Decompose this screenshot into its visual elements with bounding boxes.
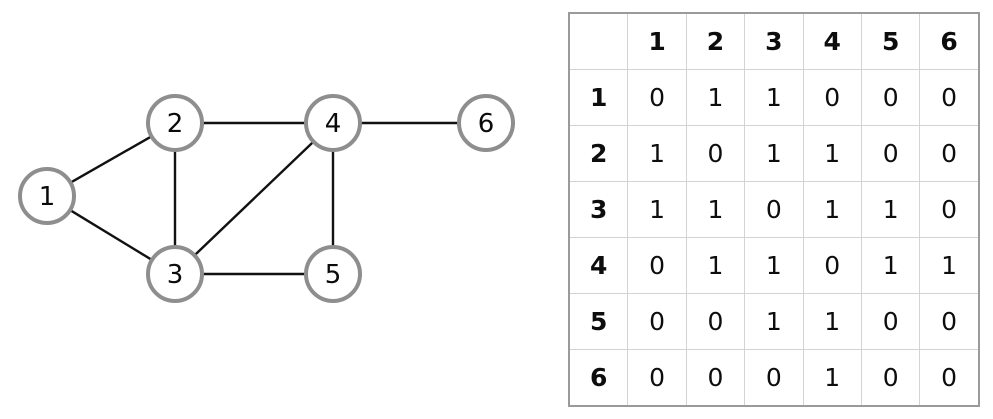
matrix-cell-3-1: 1 — [627, 181, 687, 238]
graph-node-label-3: 3 — [167, 260, 184, 290]
matrix-cell-3-4: 1 — [802, 181, 862, 238]
matrix-cell-3-2: 1 — [685, 181, 746, 238]
matrix-cell-1-1: 0 — [627, 69, 687, 126]
matrix-row-header-5: 5 — [568, 293, 629, 350]
graph-node-label-2: 2 — [167, 109, 184, 139]
matrix-cell-6-6: 0 — [919, 349, 980, 407]
matrix-cell-5-6: 0 — [919, 293, 980, 350]
matrix-cell-2-3: 1 — [744, 125, 804, 182]
matrix-row-header-6: 6 — [568, 349, 629, 407]
matrix-cell-3-6: 0 — [919, 181, 980, 238]
graph-node-label-1: 1 — [39, 182, 56, 212]
matrix-col-header-2: 2 — [685, 12, 746, 70]
graph-node-6[interactable]: 6 — [457, 94, 515, 152]
matrix-cell-6-5: 0 — [860, 349, 921, 407]
matrix-cell-5-2: 0 — [685, 293, 746, 350]
graph-node-circle-5 — [304, 245, 362, 303]
matrix-cell-5-3: 1 — [744, 293, 804, 350]
matrix-cell-2-4: 1 — [802, 125, 862, 182]
graph-node-label-5: 5 — [325, 260, 342, 290]
graph-node-circle-4 — [304, 94, 362, 152]
graph-svg: 1 2 3 4 5 6 — [18, 94, 515, 303]
matrix-cell-6-2: 0 — [685, 349, 746, 407]
matrix-cell-1-4: 0 — [802, 69, 862, 126]
graph-edge-1-2 — [70, 135, 152, 184]
matrix-cell-2-5: 0 — [860, 125, 921, 182]
matrix-cell-4-4: 0 — [802, 237, 862, 294]
matrix-cell-2-1: 1 — [627, 125, 687, 182]
matrix-row-header-3: 3 — [568, 181, 629, 238]
matrix-cell-4-1: 0 — [627, 237, 687, 294]
matrix-col-header-3: 3 — [744, 12, 804, 70]
matrix-cell-3-3: 0 — [744, 181, 804, 238]
matrix-col-header-5: 5 — [860, 12, 921, 70]
matrix-cell-6-1: 0 — [627, 349, 687, 407]
matrix-cell-4-2: 1 — [685, 237, 746, 294]
graph-node-1[interactable]: 1 — [18, 167, 76, 225]
graph-node-circle-3 — [146, 245, 204, 303]
graph-node-circle-1 — [18, 167, 76, 225]
matrix-col-header-4: 4 — [802, 12, 862, 70]
graph-node-circle-2 — [146, 94, 204, 152]
matrix-cell-6-4: 1 — [802, 349, 862, 407]
matrix-cell-4-5: 1 — [860, 237, 921, 294]
matrix-row-header-4: 4 — [568, 237, 629, 294]
matrix-cell-1-5: 0 — [860, 69, 921, 126]
matrix-cell-1-3: 1 — [744, 69, 804, 126]
matrix-cell-5-4: 1 — [802, 293, 862, 350]
graph-node-2[interactable]: 2 — [146, 94, 204, 152]
matrix-cell-1-6: 0 — [919, 69, 980, 126]
graph-diagram-panel: 1 2 3 4 5 6 — [18, 94, 515, 303]
matrix-cell-5-5: 0 — [860, 293, 921, 350]
matrix-cell-2-2: 0 — [685, 125, 746, 182]
graph-node-4[interactable]: 4 — [304, 94, 362, 152]
matrix-cell-6-3: 0 — [744, 349, 804, 407]
matrix-col-header-1: 1 — [627, 12, 687, 70]
matrix-col-header-6: 6 — [919, 12, 980, 70]
matrix-row-header-1: 1 — [568, 69, 629, 126]
graph-edges-group — [70, 121, 458, 276]
graph-edge-3-4 — [194, 141, 314, 256]
matrix-cell-2-6: 0 — [919, 125, 980, 182]
graph-node-label-6: 6 — [478, 109, 495, 139]
graph-node-label-4: 4 — [325, 109, 342, 139]
matrix-row-header-2: 2 — [568, 125, 629, 182]
graph-nodes-group: 1 2 3 4 5 6 — [18, 94, 515, 303]
graph-node-5[interactable]: 5 — [304, 245, 362, 303]
matrix-cell-3-5: 1 — [860, 181, 921, 238]
graph-node-3[interactable]: 3 — [146, 245, 204, 303]
matrix-cell-1-2: 1 — [685, 69, 746, 126]
matrix-cell-4-6: 1 — [919, 237, 980, 294]
matrix-cell-4-3: 1 — [744, 237, 804, 294]
graph-node-circle-6 — [457, 94, 515, 152]
matrix-corner-cell — [568, 12, 629, 70]
matrix-cell-5-1: 0 — [627, 293, 687, 350]
graph-edge-1-3 — [70, 209, 152, 261]
